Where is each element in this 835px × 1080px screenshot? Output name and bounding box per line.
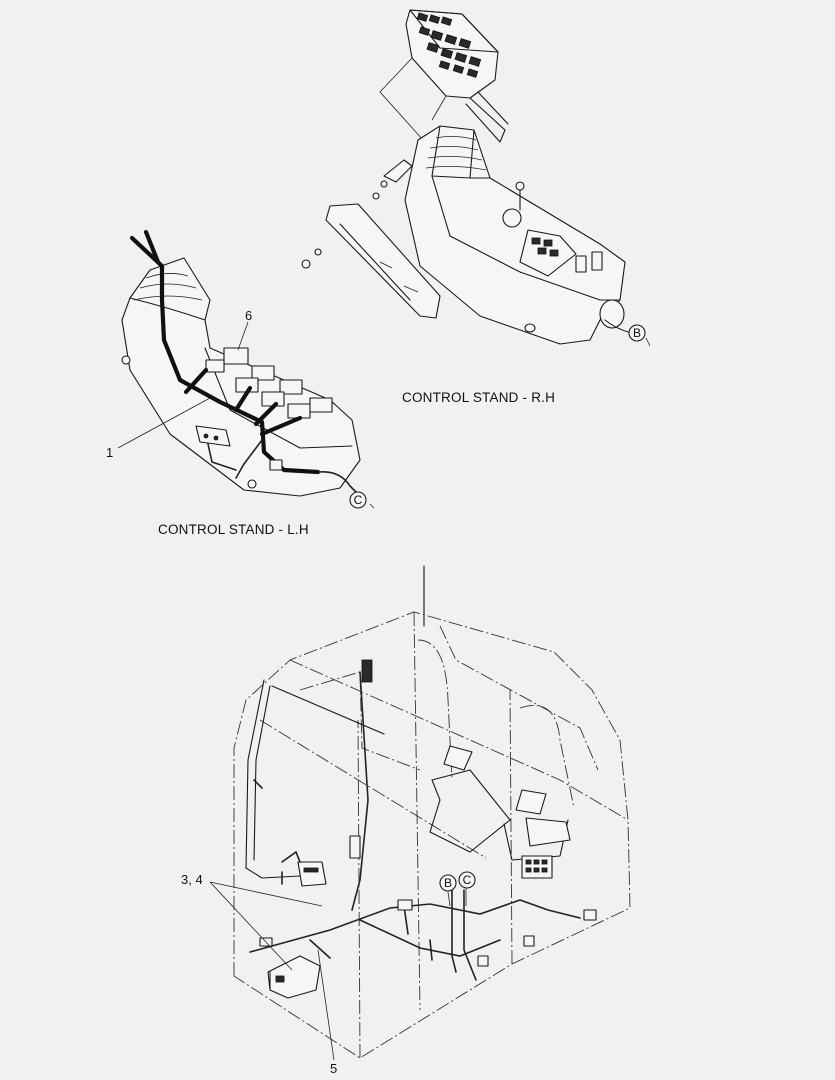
svg-text:C: C — [463, 873, 472, 887]
relay-box — [267, 955, 321, 999]
connector-c-cab: C — [458, 871, 476, 889]
caption-control-stand-lh: CONTROL STAND - L.H — [158, 522, 309, 537]
cab-outline — [233, 565, 631, 1059]
callout-6: 6 — [245, 308, 252, 323]
control-stand-lh — [121, 229, 375, 509]
svg-text:C: C — [354, 493, 363, 507]
caption-control-stand-rh: CONTROL STAND - R.H — [402, 390, 555, 405]
switch-panel — [405, 9, 509, 143]
connector-b-cab: B — [439, 874, 457, 892]
control-stand-rh — [301, 9, 651, 347]
control-block — [519, 229, 577, 277]
connector-b-rh: B — [628, 324, 646, 342]
connector-c-lh: C — [349, 491, 367, 509]
callout-3-4: 3, 4 — [181, 872, 203, 887]
callout-5: 5 — [330, 1061, 337, 1076]
lh-switch-modules — [205, 347, 333, 419]
svg-text:B: B — [633, 326, 641, 340]
callout-1: 1 — [106, 445, 113, 460]
svg-text:B: B — [444, 876, 452, 890]
